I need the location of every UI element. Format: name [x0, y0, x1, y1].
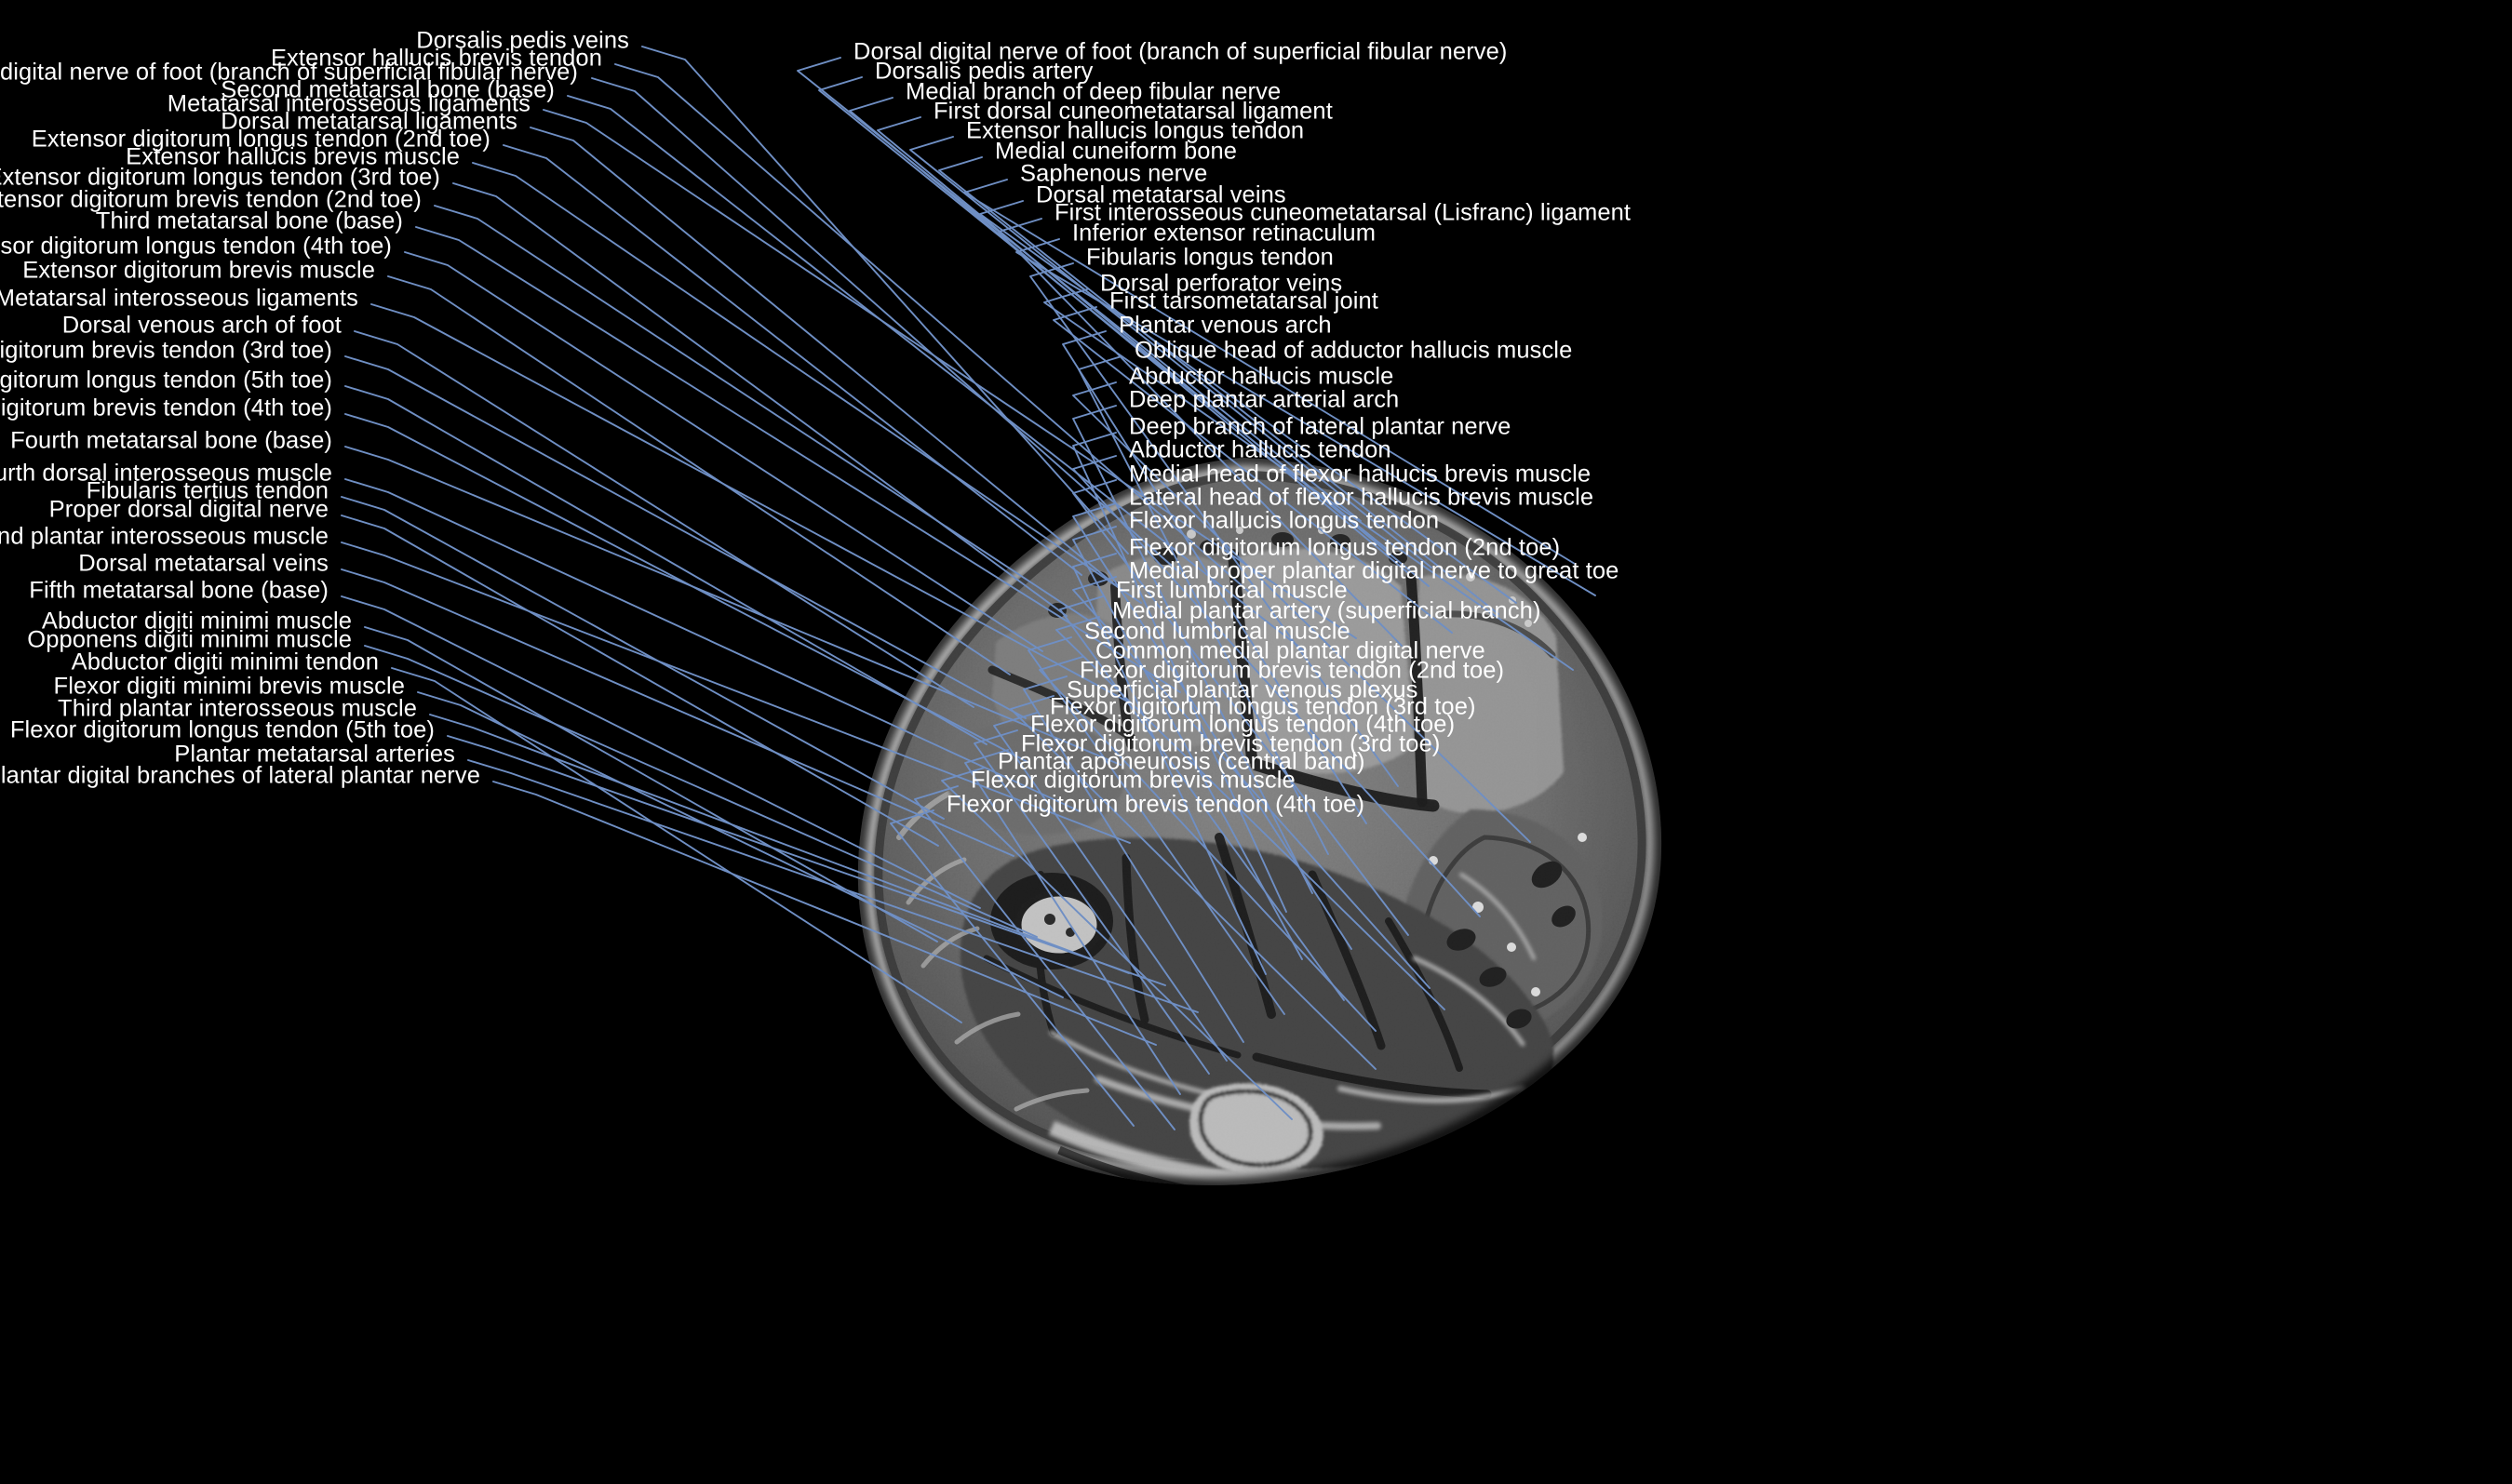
label-abductor-digiti-minimi-muscle: Abductor digiti minimi muscle [41, 608, 352, 635]
label-fourth-metatarsal-bone-base: Fourth metatarsal bone (base) [10, 427, 332, 454]
label-oblique-head-of-adductor-hallucis-muscle: Oblique head of adductor hallucis muscle [1135, 337, 1573, 364]
label-metatarsal-interosseous-ligaments: Metatarsal interosseous ligaments [0, 285, 358, 312]
label-flexor-digitorum-longus-tendon-2nd-toe: Flexor digitorum longus tendon (2nd toe) [1129, 534, 1561, 561]
label-extensor-hallucis-brevis-muscle: Extensor hallucis brevis muscle [126, 143, 460, 170]
label-saphenous-nerve: Saphenous nerve [1020, 160, 1208, 187]
label-flexor-digitorum-brevis-tendon-2nd-toe: Flexor digitorum brevis tendon (2nd toe) [1080, 657, 1505, 684]
label-extensor-digitorum-brevis-tendon-3rd-toe: Extensor digitorum brevis tendon (3rd to… [0, 337, 332, 364]
label-abductor-hallucis-tendon: Abductor hallucis tendon [1129, 436, 1391, 463]
label-first-interosseous-cuneometatarsal-lisfranc-ligament: First interosseous cuneometatarsal (Lisf… [1055, 199, 1632, 226]
label-flexor-digitorum-longus-tendon-5th-toe: Flexor digitorum longus tendon (5th toe) [9, 716, 435, 743]
label-first-lumbrical-muscle: First lumbrical muscle [1116, 577, 1348, 604]
label-dorsal-metatarsal-ligaments: Dorsal metatarsal ligaments [221, 108, 517, 135]
label-plantar-aponeurosis-central-band: Plantar aponeurosis (central band) [998, 748, 1365, 775]
label-metatarsal-interosseous-ligaments: Metatarsal interosseous ligaments [167, 90, 531, 117]
label-medial-branch-of-deep-fibular-nerve: Medial branch of deep fibular nerve [906, 78, 1282, 105]
label-dorsal-digital-nerve-of-foot-branch-of-superficial-fibular-n: Dorsal digital nerve of foot (branch of … [853, 38, 1508, 65]
label-extensor-digitorum-longus-tendon-2nd-toe: Extensor digitorum longus tendon (2nd to… [31, 126, 490, 153]
label-inferior-extensor-retinaculum: Inferior extensor retinaculum [1072, 220, 1377, 247]
label-fourth-dorsal-interosseous-muscle: Fourth dorsal interosseous muscle [0, 460, 332, 487]
label-abductor-hallucis-muscle: Abductor hallucis muscle [1129, 363, 1394, 390]
label-extensor-digitorum-brevis-tendon-2nd-toe: Extensor digitorum brevis tendon (2nd to… [0, 186, 422, 213]
label-extensor-digitorum-longus-tendon-3rd-toe: Extensor digitorum longus tendon (3rd to… [0, 164, 440, 191]
label-dorsal-metatarsal-veins: Dorsal metatarsal veins [78, 550, 329, 577]
label-third-plantar-interosseous-muscle: Third plantar interosseous muscle [58, 695, 417, 722]
label-flexor-digitorum-brevis-tendon-3rd-toe: Flexor digitorum brevis tendon (3rd toe) [1021, 730, 1441, 757]
label-flexor-hallucis-longus-tendon: Flexor hallucis longus tendon [1129, 507, 1440, 534]
label-dorsalis-pedis-artery: Dorsalis pedis artery [875, 58, 1094, 85]
label-common-plantar-digital-branches-of-lateral-plantar-nerve: Common plantar digital branches of later… [0, 762, 480, 789]
label-flexor-digitorum-brevis-tendon-4th-toe: Flexor digitorum brevis tendon (4th toe) [947, 791, 1365, 818]
label-extensor-digitorum-brevis-muscle: Extensor digitorum brevis muscle [22, 257, 375, 284]
label-dorsal-digital-nerve-of-foot-branch-of-superficial-fibular-n: Dorsal digital nerve of foot (branch of … [0, 59, 578, 86]
label-extensor-hallucis-brevis-tendon: Extensor hallucis brevis tendon [270, 45, 602, 72]
label-deep-branch-of-lateral-plantar-nerve: Deep branch of lateral plantar nerve [1129, 413, 1511, 440]
label-first-tarsometatarsal-joint: First tarsometatarsal joint [1109, 287, 1378, 314]
label-medial-cuneiform-bone: Medial cuneiform bone [995, 138, 1238, 165]
label-proper-dorsal-digital-nerve: Proper dorsal digital nerve [48, 496, 329, 523]
label-dorsal-metatarsal-veins: Dorsal metatarsal veins [1036, 181, 1286, 208]
label-plantar-venous-arch: Plantar venous arch [1119, 312, 1332, 339]
label-medial-proper-plantar-digital-nerve-to-great-toe: Medial proper plantar digital nerve to g… [1129, 557, 1619, 584]
label-plantar-metatarsal-arteries: Plantar metatarsal arteries [174, 741, 455, 768]
label-dorsal-venous-arch-of-foot: Dorsal venous arch of foot [61, 312, 342, 339]
label-extensor-digitorum-longus-tendon-4th-toe: Extensor digitorum longus tendon (4th to… [0, 233, 392, 260]
label-superficial-plantar-venous-plexus: Superficial plantar venous plexus [1067, 676, 1418, 703]
label-medial-plantar-artery-superficial-branch: Medial plantar artery (superficial branc… [1112, 597, 1541, 624]
label-extensor-hallucis-longus-tendon: Extensor hallucis longus tendon [966, 117, 1305, 144]
label-fibularis-longus-tendon: Fibularis longus tendon [1086, 244, 1334, 271]
label-extensor-digitorum-brevis-tendon-4th-toe: Extensor digitorum brevis tendon (4th to… [0, 394, 332, 421]
label-opponens-digiti-minimi-muscle: Opponens digiti minimi muscle [27, 626, 352, 653]
label-fifth-metatarsal-bone-base: Fifth metatarsal bone (base) [29, 577, 329, 604]
label-common-medial-plantar-digital-nerve: Common medial plantar digital nerve [1095, 637, 1485, 664]
label-flexor-digitorum-brevis-muscle: Flexor digitorum brevis muscle [971, 767, 1296, 794]
label-second-metatarsal-bone-base: Second metatarsal bone (base) [221, 76, 555, 103]
label-flexor-digitorum-longus-tendon-4th-toe: Flexor digitorum longus tendon (4th toe) [1030, 711, 1456, 738]
label-lateral-head-of-flexor-hallucis-brevis-muscle: Lateral head of flexor hallucis brevis m… [1129, 484, 1594, 511]
label-first-dorsal-cuneometatarsal-ligament: First dorsal cuneometatarsal ligament [934, 98, 1333, 125]
label-extensor-digitorum-longus-tendon-5th-toe: Extensor digitorum longus tendon (5th to… [0, 367, 332, 394]
label-abductor-digiti-minimi-tendon: Abductor digiti minimi tendon [71, 648, 379, 675]
label-second-plantar-interosseous-muscle: Second plantar interosseous muscle [0, 523, 329, 550]
label-flexor-digitorum-longus-tendon-3rd-toe: Flexor digitorum longus tendon (3rd toe) [1050, 693, 1476, 720]
label-second-lumbrical-muscle: Second lumbrical muscle [1084, 618, 1350, 645]
label-dorsal-perforator-veins: Dorsal perforator veins [1100, 270, 1343, 297]
label-deep-plantar-arterial-arch: Deep plantar arterial arch [1129, 386, 1400, 413]
label-medial-head-of-flexor-hallucis-brevis-muscle: Medial head of flexor hallucis brevis mu… [1129, 461, 1592, 488]
label-third-metatarsal-bone-base: Third metatarsal bone (base) [95, 207, 403, 234]
label-flexor-digiti-minimi-brevis-muscle: Flexor digiti minimi brevis muscle [53, 673, 405, 700]
label-dorsalis-pedis-veins: Dorsalis pedis veins [416, 27, 629, 54]
label-fibularis-tertius-tendon: Fibularis tertius tendon [86, 477, 329, 504]
